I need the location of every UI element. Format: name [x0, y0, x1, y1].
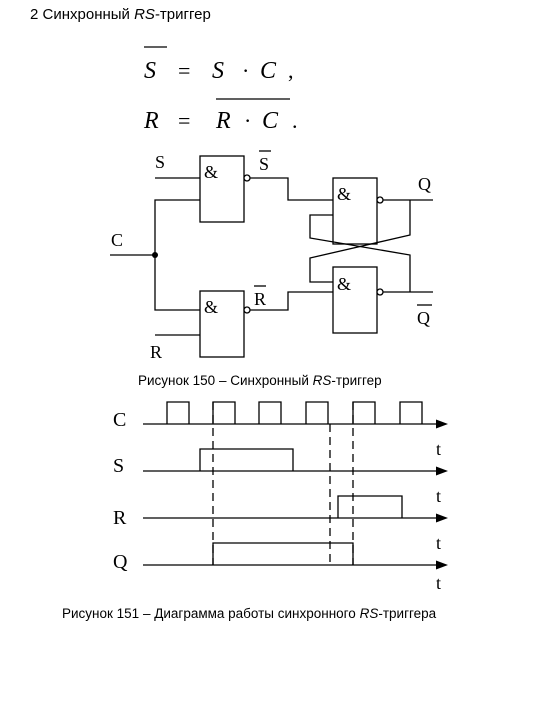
gate4-symbol: &: [337, 274, 351, 294]
formula1-a: S: [212, 58, 224, 84]
axis-c-arrow: [436, 419, 448, 429]
junction-dot: [152, 252, 158, 258]
label-r-bar: R: [254, 289, 266, 309]
nand-gate-4: [332, 266, 378, 334]
gate2-symbol: &: [204, 297, 218, 317]
t-label-c: t: [436, 439, 441, 459]
figure-151-caption-italic: RS: [359, 606, 379, 621]
formula1-eq: =: [178, 58, 190, 83]
section-number: 2: [30, 6, 39, 23]
label-r-input: R: [150, 342, 162, 362]
formula2-eq: =: [178, 108, 190, 133]
c-pulse-5: [352, 401, 376, 424]
timing-label-s: S: [113, 455, 124, 477]
wire-feedback-q: [309, 200, 411, 283]
t-label-s: t: [436, 486, 441, 506]
label-qbar-output: Q: [417, 308, 430, 328]
formula2-lhs: R: [143, 108, 159, 134]
inversion-bubble-1: [243, 174, 251, 182]
figure-150-caption: Рисунок 150 – Синхронный RS-триггер: [138, 373, 382, 388]
wire-sbar: [250, 177, 333, 201]
q-pulse: [212, 542, 354, 565]
wire-c-upper: [110, 199, 200, 256]
gate3-symbol: &: [337, 184, 351, 204]
formula1-punct: ,: [288, 58, 294, 83]
t-label-q: t: [436, 573, 441, 593]
timing-label-q: Q: [113, 551, 128, 573]
c-pulse-3: [258, 401, 282, 424]
c-pulse-1: [166, 401, 190, 424]
formula2-dot: ·: [244, 108, 251, 133]
figure-150-caption-prefix: Рисунок 150 – Синхронный: [138, 373, 313, 388]
label-q-output: Q: [418, 174, 431, 194]
timing-label-c: C: [113, 409, 126, 431]
wire-feedback-qbar: [309, 214, 411, 292]
axis-q-arrow: [436, 560, 448, 570]
axis-s-arrow: [436, 466, 448, 476]
c-pulse-4: [305, 401, 329, 424]
r-pulse: [337, 495, 403, 518]
axis-r-arrow: [436, 513, 448, 523]
s-pulse: [199, 448, 294, 471]
figure-150-caption-suffix: -триггер: [331, 373, 382, 388]
figure-151-caption-prefix: Рисунок 151 – Диаграмма работы синхронно…: [62, 606, 360, 621]
c-pulse-6: [399, 401, 423, 424]
label-s-bar: S: [259, 154, 269, 174]
nand-gate-3: [332, 177, 378, 245]
heading-text-prefix: Синхронный: [42, 6, 135, 23]
formula1-lhs: S: [144, 58, 156, 84]
figure-151-caption: Рисунок 151 – Диаграмма работы синхронно…: [62, 606, 436, 621]
section-heading: 2 Синхронный RS-триггер: [30, 6, 211, 23]
t-label-r: t: [436, 533, 441, 553]
formula2-a: R: [215, 108, 231, 134]
label-c-input: C: [111, 230, 123, 250]
formula1-dot: ·: [242, 58, 249, 83]
inversion-bubble-4: [376, 288, 384, 296]
wire-rbar: [250, 291, 333, 311]
nand-gate-1: [199, 155, 245, 223]
nand-gate-2: [199, 290, 245, 358]
heading-text-suffix: -триггер: [154, 6, 211, 23]
figure-151-caption-suffix: -триггера: [378, 606, 437, 621]
figure-150-caption-italic: RS: [312, 373, 332, 388]
inversion-bubble-3: [376, 196, 384, 204]
timing-label-r: R: [113, 507, 127, 529]
formula2-b: C: [262, 108, 279, 134]
inversion-bubble-2: [243, 306, 251, 314]
c-pulse-2: [212, 401, 236, 424]
gate1-symbol: &: [204, 162, 218, 182]
label-s-input: S: [155, 152, 165, 172]
wire-c-lower: [154, 255, 200, 311]
formula1-b: C: [260, 58, 277, 84]
heading-text-italic: RS: [134, 6, 155, 23]
formula2-punct: .: [292, 108, 298, 133]
